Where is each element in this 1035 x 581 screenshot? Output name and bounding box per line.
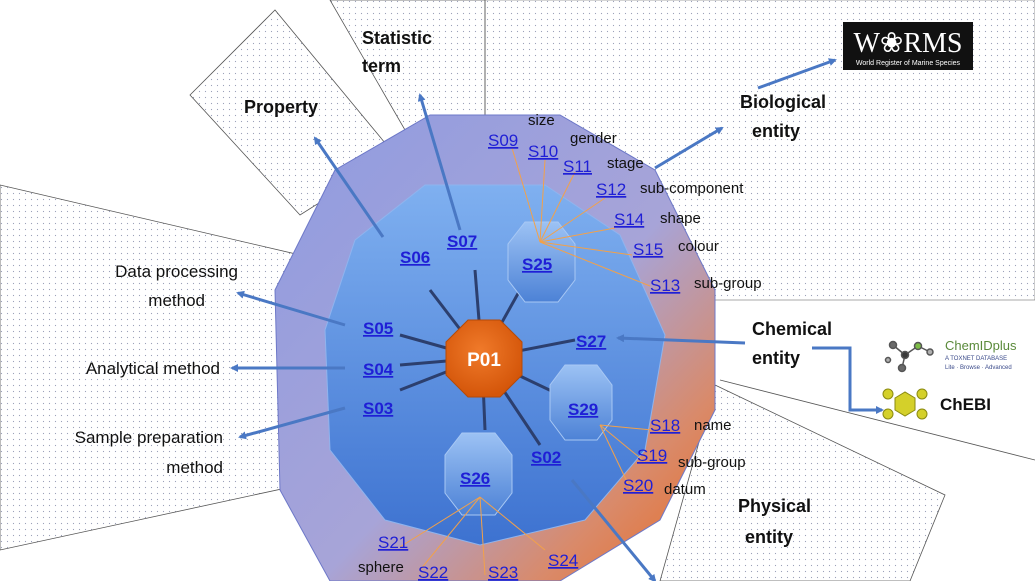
label-sample-prep-1: Sample preparation <box>75 428 223 447</box>
node-s25-shape <box>507 221 576 303</box>
worms-logo[interactable]: W❀RMS World Register of Marine Species <box>843 22 973 70</box>
node-s29-shape <box>549 364 613 441</box>
chebi-icon <box>882 388 928 420</box>
label-gender: gender <box>570 130 617 147</box>
chemidplus-subtitle-2: Lite · Browse · Advanced <box>945 365 1012 371</box>
code-s23[interactable]: S23 <box>488 563 518 581</box>
code-s02[interactable]: S02 <box>531 448 561 467</box>
code-s05[interactable]: S05 <box>363 319 393 338</box>
chebi-logo[interactable]: ChEBI <box>882 388 991 420</box>
label-name: name <box>694 417 732 434</box>
code-s06[interactable]: S06 <box>400 248 430 267</box>
code-s10[interactable]: S10 <box>528 142 558 161</box>
code-s21[interactable]: S21 <box>378 533 408 552</box>
label-chemical-1: Chemical <box>752 319 832 339</box>
code-s04[interactable]: S04 <box>363 360 394 379</box>
label-biological-1: Biological <box>740 92 826 112</box>
label-sub-group: sub-group <box>694 275 762 292</box>
label-physical-1: Physical <box>738 496 811 516</box>
code-s13[interactable]: S13 <box>650 276 680 295</box>
worms-logo-text: W❀RMS <box>853 28 962 59</box>
code-s20[interactable]: S20 <box>623 476 653 495</box>
code-s29[interactable]: S29 <box>568 400 598 419</box>
center-node-shape <box>445 319 523 398</box>
code-s11[interactable]: S11 <box>563 157 592 176</box>
code-s25[interactable]: S25 <box>522 255 552 274</box>
label-sphere: sphere <box>358 559 404 576</box>
label-data-processing-1: Data processing <box>115 262 238 281</box>
panel-physical <box>659 384 946 581</box>
label-property: Property <box>244 97 318 117</box>
code-s24[interactable]: S24 <box>548 551 578 570</box>
code-s26[interactable]: S26 <box>460 469 490 488</box>
code-s18[interactable]: S18 <box>650 416 680 435</box>
label-chemical-2: entity <box>752 348 800 368</box>
label-datum: datum <box>664 481 706 498</box>
worms-logo-subtext: World Register of Marine Species <box>856 60 961 67</box>
code-s14[interactable]: S14 <box>614 210 644 229</box>
center-node-label[interactable]: P01 <box>467 350 501 371</box>
label-biological-2: entity <box>752 121 800 141</box>
label-stage: stage <box>607 155 644 172</box>
code-s07[interactable]: S07 <box>447 232 477 251</box>
chemidplus-logo-text: ChemIDplus <box>945 338 1017 353</box>
code-s27[interactable]: S27 <box>576 332 606 351</box>
arrows <box>230 58 884 581</box>
label-shape: shape <box>660 210 701 227</box>
label-colour: colour <box>678 238 719 255</box>
label-sample-prep-2: method <box>166 458 223 477</box>
label-physical-2: entity <box>745 527 793 547</box>
panel-line <box>719 379 1035 461</box>
label-statistic-1: Statistic <box>362 28 432 48</box>
code-s15[interactable]: S15 <box>633 240 663 259</box>
code-s22[interactable]: S22 <box>418 563 448 581</box>
chebi-logo-text: ChEBI <box>940 395 991 414</box>
chemidplus-subtitle: A TOXNET DATABASE <box>945 356 1007 362</box>
label-sub-group-2: sub-group <box>678 454 746 471</box>
code-s03[interactable]: S03 <box>363 399 393 418</box>
chemidplus-logo[interactable]: ChemIDplus A TOXNET DATABASE Lite · Brow… <box>884 338 1018 373</box>
code-s19[interactable]: S19 <box>637 446 667 465</box>
node-s26-shape <box>444 432 513 516</box>
label-statistic-2: term <box>362 56 401 76</box>
code-s12[interactable]: S12 <box>596 180 626 199</box>
label-sub-component: sub-component <box>640 180 744 197</box>
label-size: size <box>528 112 555 129</box>
code-s09[interactable]: S09 <box>488 131 518 150</box>
fan-lines <box>399 147 653 576</box>
label-analytical: Analytical method <box>86 359 220 378</box>
label-data-processing-2: method <box>148 291 205 310</box>
molecule-icon <box>884 340 934 373</box>
